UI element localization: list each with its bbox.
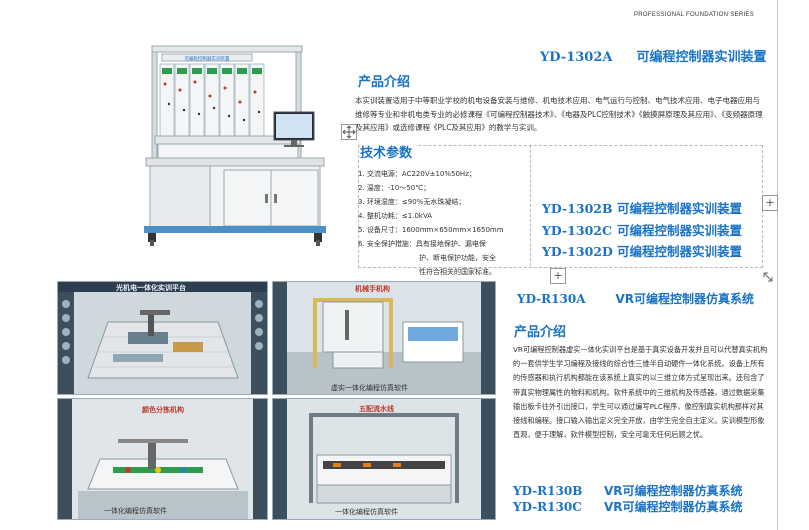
product-photo-cabinet: 可编程控制器实训装置 bbox=[140, 44, 340, 249]
product1-intro-text: 本实训装置适用于中等职业学校的机电设备安装与维修、机电技术应用、电气运行与控制、… bbox=[355, 96, 763, 132]
variant-row: YD-R130B VR可编程控制器仿真系统 bbox=[513, 483, 743, 499]
spec-item: 1. 交流电源：AC220V±10%50Hz； bbox=[358, 170, 476, 178]
variant-name: VR可编程控制器仿真系统 bbox=[604, 484, 743, 498]
variant-model: YD-1302B bbox=[542, 201, 613, 216]
spec-heading: 技术参数 bbox=[360, 142, 417, 161]
cabinet-panel-label: 可编程控制器实训装置 bbox=[185, 55, 230, 62]
product1-model: YD-1302A bbox=[540, 50, 613, 65]
shot-title: 光机电一体化实训平台 bbox=[116, 284, 186, 292]
variant-row: YD-1302D 可编程控制器实训装置 bbox=[542, 241, 742, 263]
product1-intro-heading: 产品介绍 bbox=[358, 75, 411, 90]
variant-model: YD-R130B bbox=[513, 484, 583, 498]
product2-title: YD-R130A VR可编程控制器仿真系统 bbox=[517, 290, 754, 307]
variant-row: YD-1302B 可编程控制器实训装置 bbox=[542, 198, 742, 220]
product2-model: YD-R130A bbox=[517, 292, 586, 306]
variant-row: YD-R130C VR可编程控制器仿真系统 bbox=[513, 499, 743, 515]
shot-caption: 一体化编程仿真软件 bbox=[335, 508, 398, 516]
spec-item: 2. 温度：-10～50℃； bbox=[358, 184, 431, 192]
product2-intro-heading: 产品介绍 bbox=[514, 325, 567, 340]
spec-table-divider bbox=[530, 145, 531, 266]
spec-item: 6. 安全保护措施：具有接地保护、漏电保 bbox=[358, 240, 486, 248]
variant-model: YD-R130C bbox=[513, 500, 582, 514]
variant-row: YD-1302C 可编程控制器实训装置 bbox=[542, 220, 742, 242]
shot-caption: 虚实一体化编程仿真软件 bbox=[331, 384, 408, 392]
product1-title: YD-1302A 可编程控制器实训装置 bbox=[540, 46, 766, 65]
spec-item: 性符合相关的国家标准。 bbox=[419, 268, 496, 276]
product1-variant-list: YD-1302B 可编程控制器实训装置 YD-1302C 可编程控制器实训装置 YD… bbox=[542, 198, 742, 263]
variant-model: YD-1302C bbox=[542, 222, 612, 238]
product2-intro-text: VR可编程控制器虚实一体化实训平台是基于真实设备开发并且可以代替真实机构的一套供… bbox=[513, 345, 768, 440]
resize-handle-icon[interactable] bbox=[762, 268, 774, 282]
product2-name: VR可编程控制器仿真系统 bbox=[615, 292, 755, 306]
spec-item: 护、断电保护功能，安全 bbox=[419, 254, 496, 262]
spec-item: 3. 环境湿度：≤90%无水珠凝结； bbox=[358, 198, 466, 206]
shot-title: 颜色分拣机构 bbox=[142, 406, 184, 414]
product1-name: 可编程控制器实训装置 bbox=[636, 50, 767, 65]
page-divider bbox=[777, 0, 778, 530]
add-section-button[interactable]: + bbox=[550, 268, 566, 284]
shot-title: 机械手机构 bbox=[355, 285, 390, 293]
vr-screenshot-manipulator: 机械手机构 虚实一体化编程仿真软件 bbox=[272, 281, 496, 395]
vr-screenshot-sorting: 颜色分拣机构 一体化编程仿真软件 bbox=[57, 398, 268, 520]
variant-model: YD-1302D bbox=[542, 244, 613, 259]
spec-item: 5. 设备尺寸：1600mm×650mm×1650mm bbox=[358, 226, 504, 234]
shot-caption: 一体化编程仿真软件 bbox=[104, 507, 167, 515]
variant-name: VR可编程控制器仿真系统 bbox=[604, 500, 743, 514]
variant-name: 可编程控制器实训装置 bbox=[617, 244, 743, 259]
product2-variant-list: YD-R130B VR可编程控制器仿真系统 YD-R130C VR可编程控制器仿真系… bbox=[513, 483, 743, 515]
variant-name: 可编程控制器实训装置 bbox=[617, 222, 743, 238]
vr-screenshot-platform: 光机电一体化实训平台 bbox=[57, 281, 268, 395]
add-row-button[interactable]: + bbox=[762, 195, 778, 211]
move-handle-icon[interactable] bbox=[341, 124, 357, 140]
vr-screenshot-conveyor: 五配流水线 一体化编程仿真软件 bbox=[272, 398, 496, 520]
spec-item: 4. 整机功耗：≤1.0kVA bbox=[358, 212, 433, 220]
variant-name: 可编程控制器实训装置 bbox=[617, 201, 743, 216]
spec-list: 1. 交流电源：AC220V±10%50Hz； 2. 温度：-10～50℃； 3… bbox=[358, 167, 528, 279]
shot-title: 五配流水线 bbox=[359, 405, 394, 413]
series-header: PROFESSIONAL FOUNDATION SERIES bbox=[634, 12, 755, 18]
